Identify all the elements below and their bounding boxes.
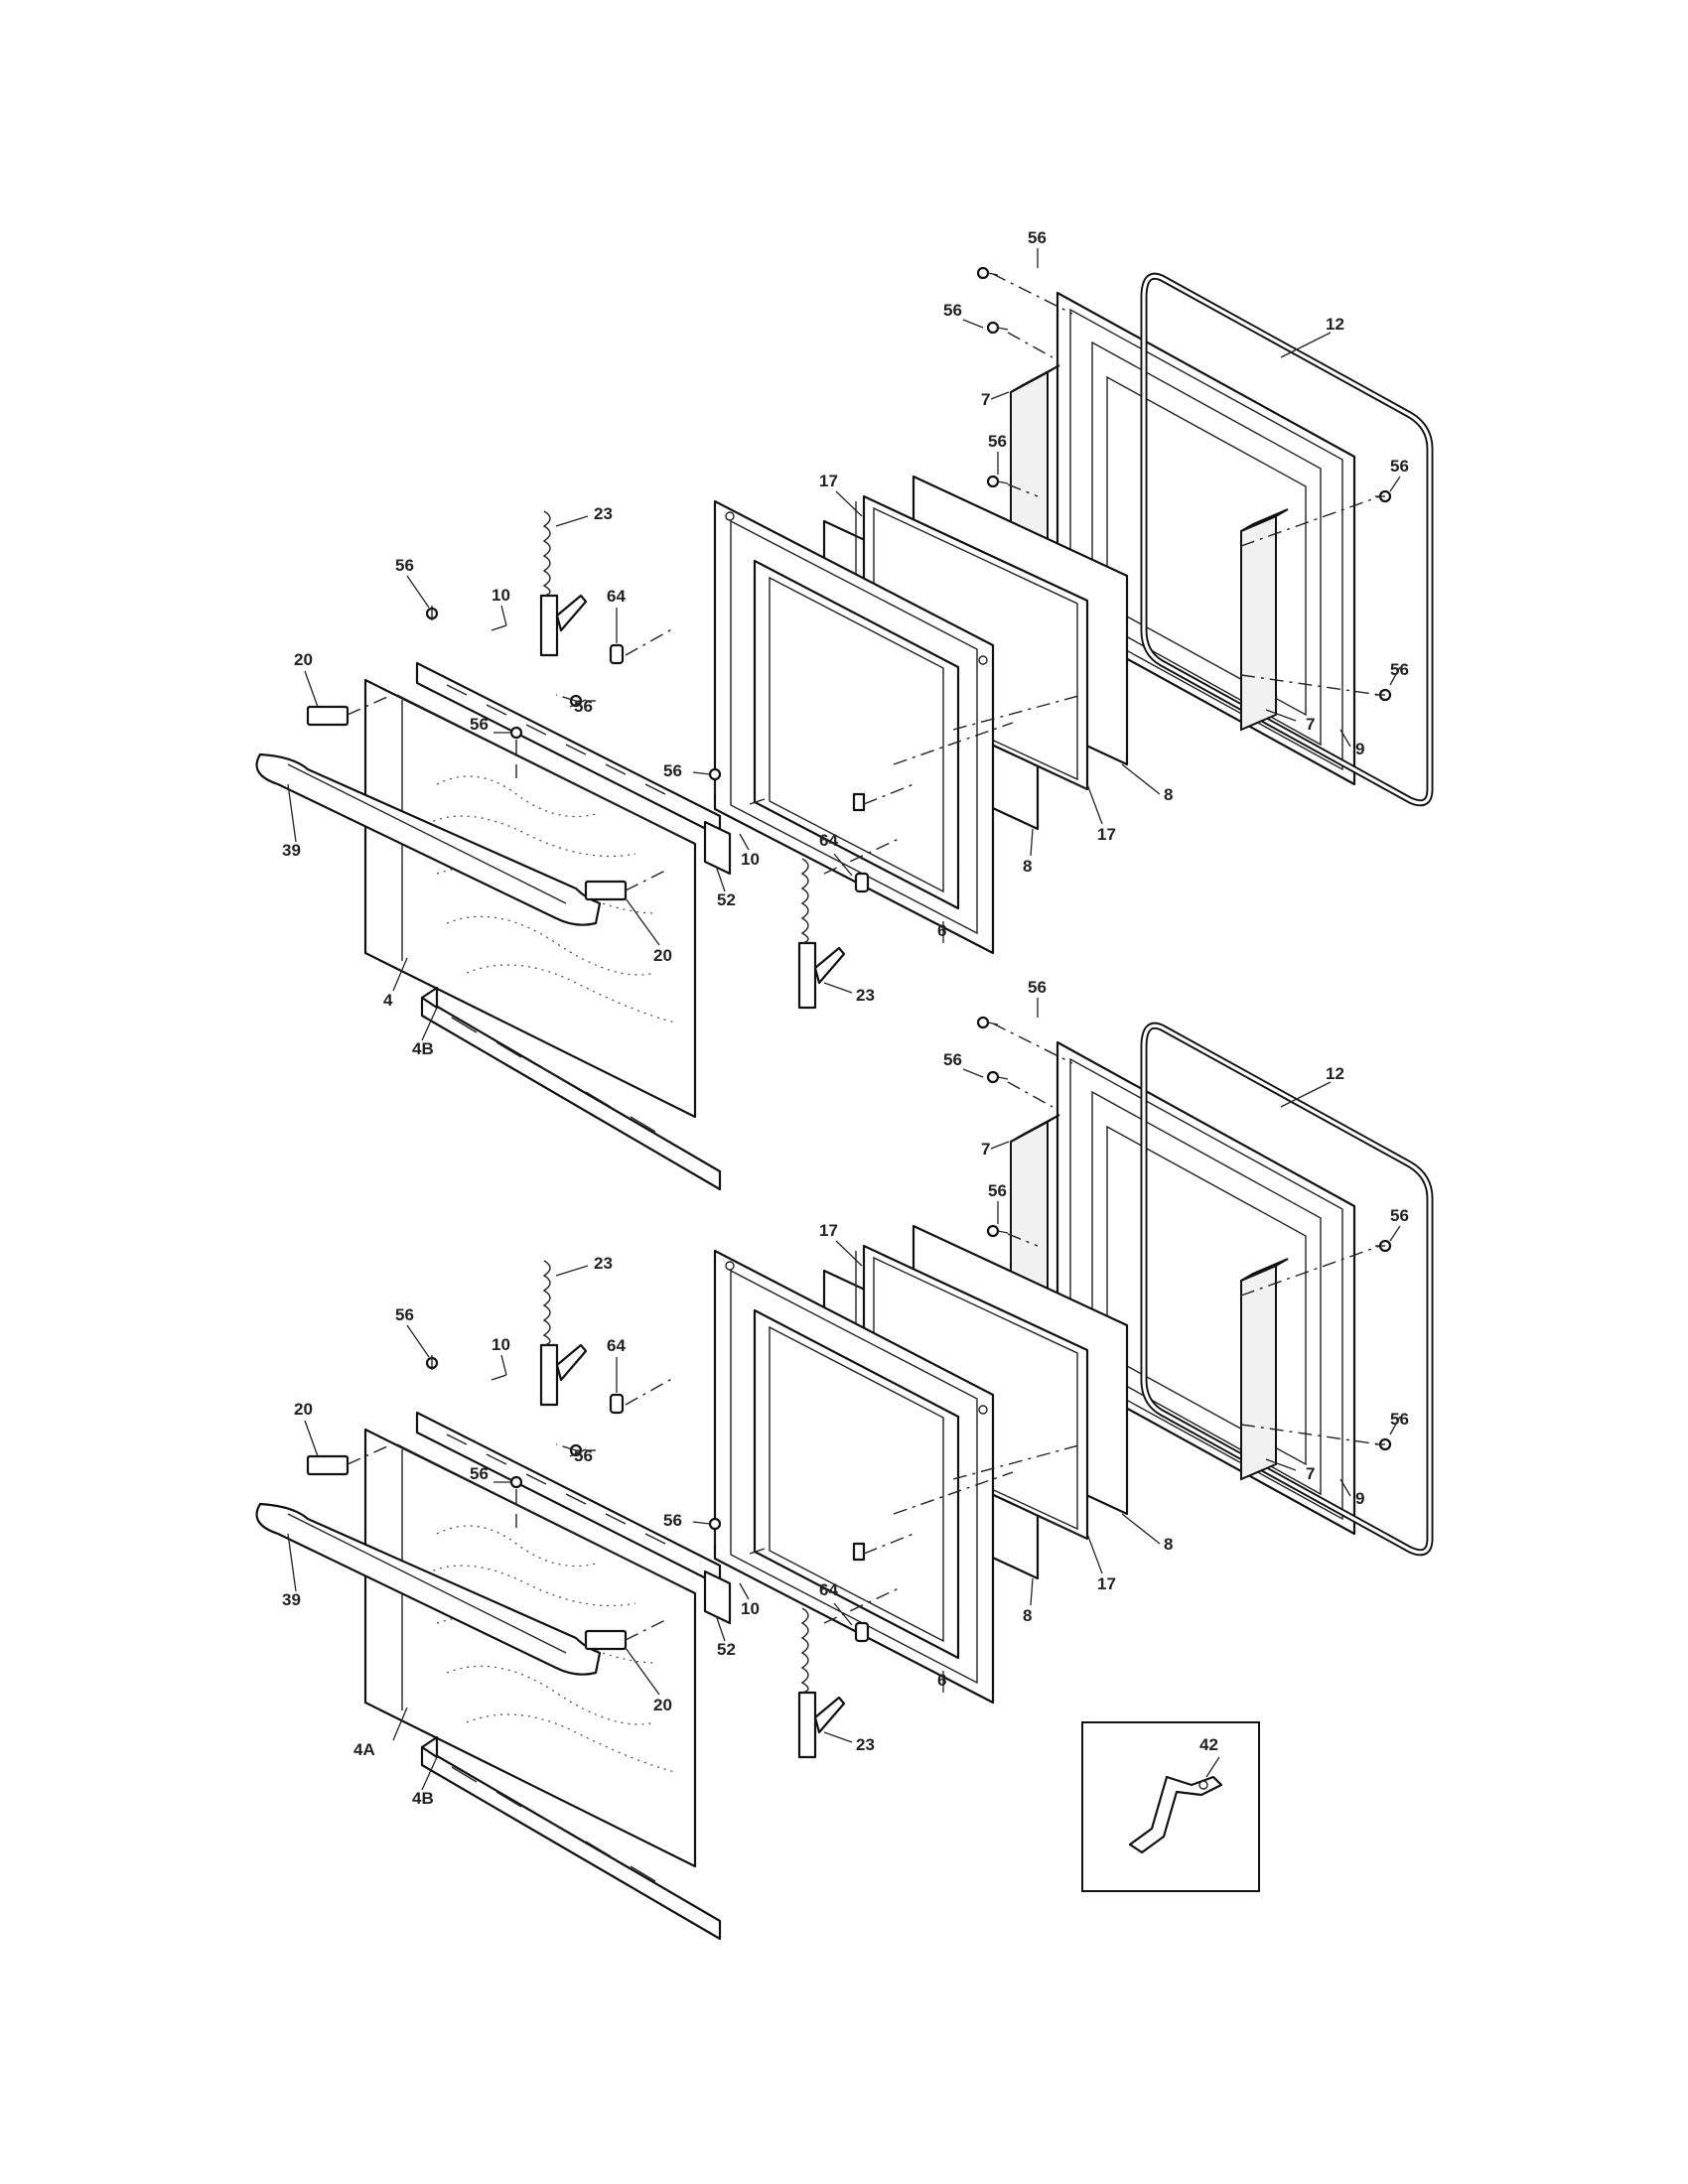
callout-17: 17 bbox=[819, 1221, 838, 1240]
callout-labels-upper: 56 12 56 7 56 56 56 7 9 17 8 17 8 6 64 2… bbox=[282, 228, 1409, 1058]
callout-52: 52 bbox=[717, 890, 736, 909]
callout-4A: 4A bbox=[353, 1740, 375, 1759]
callout-7: 7 bbox=[981, 1140, 990, 1159]
callout-10: 10 bbox=[741, 850, 760, 869]
callout-56: 56 bbox=[395, 1305, 414, 1324]
callout-56: 56 bbox=[1028, 228, 1047, 247]
callout-56: 56 bbox=[1390, 1206, 1409, 1225]
callout-23: 23 bbox=[856, 1735, 875, 1754]
callout-64: 64 bbox=[819, 1580, 838, 1599]
callout-56: 56 bbox=[395, 556, 414, 575]
callout-56: 56 bbox=[663, 1511, 682, 1530]
callout-10: 10 bbox=[492, 1335, 510, 1354]
part-42-inset-box bbox=[1081, 1721, 1260, 1892]
callout-4: 4 bbox=[383, 991, 393, 1010]
callout-8: 8 bbox=[1023, 1606, 1032, 1625]
callout-56: 56 bbox=[574, 697, 593, 716]
callout-17: 17 bbox=[819, 472, 838, 490]
callout-56: 56 bbox=[1028, 978, 1047, 997]
callout-9: 9 bbox=[1355, 1489, 1364, 1508]
callout-56: 56 bbox=[663, 761, 682, 780]
callout-20: 20 bbox=[294, 1400, 313, 1419]
callout-7: 7 bbox=[1306, 1464, 1315, 1483]
callout-64: 64 bbox=[607, 587, 626, 606]
callout-23: 23 bbox=[594, 1254, 613, 1273]
callout-56: 56 bbox=[988, 1181, 1007, 1200]
callout-56: 56 bbox=[1390, 1410, 1409, 1429]
callout-39: 39 bbox=[282, 841, 301, 860]
callout-8: 8 bbox=[1164, 1535, 1173, 1554]
callout-56: 56 bbox=[988, 432, 1007, 451]
callout-6: 6 bbox=[937, 1671, 946, 1690]
callout-56: 56 bbox=[943, 301, 962, 320]
callout-20: 20 bbox=[653, 946, 672, 965]
callout-9: 9 bbox=[1355, 740, 1364, 758]
callout-23: 23 bbox=[594, 504, 613, 523]
callout-6: 6 bbox=[937, 921, 946, 940]
callout-7: 7 bbox=[1306, 715, 1315, 734]
mounting-bracket bbox=[1128, 1775, 1223, 1854]
leader-lines bbox=[287, 248, 1401, 1791]
callout-52: 52 bbox=[717, 1640, 736, 1659]
callout-12: 12 bbox=[1326, 315, 1344, 334]
callout-23: 23 bbox=[856, 986, 875, 1005]
callout-64: 64 bbox=[607, 1336, 626, 1355]
callout-56: 56 bbox=[470, 1464, 489, 1483]
callout-7: 7 bbox=[981, 390, 990, 409]
callout-39: 39 bbox=[282, 1590, 301, 1609]
callout-17: 17 bbox=[1097, 1574, 1116, 1593]
callout-10: 10 bbox=[741, 1599, 760, 1618]
callout-64: 64 bbox=[819, 831, 838, 850]
callout-56: 56 bbox=[943, 1050, 962, 1069]
callout-56: 56 bbox=[470, 715, 489, 734]
callout-17: 17 bbox=[1097, 825, 1116, 844]
callout-8: 8 bbox=[1023, 857, 1032, 876]
callout-4B: 4B bbox=[412, 1039, 434, 1058]
callout-56: 56 bbox=[1390, 457, 1409, 476]
callout-10: 10 bbox=[492, 586, 510, 605]
callout-8: 8 bbox=[1164, 785, 1173, 804]
callout-20: 20 bbox=[294, 650, 313, 669]
callout-42: 42 bbox=[1199, 1735, 1218, 1754]
callout-4B: 4B bbox=[412, 1789, 434, 1808]
callout-56: 56 bbox=[1390, 660, 1409, 679]
callout-56: 56 bbox=[574, 1446, 593, 1465]
callout-20: 20 bbox=[653, 1696, 672, 1714]
callout-12: 12 bbox=[1326, 1064, 1344, 1083]
callout-labels-lower: 56 12 56 7 56 56 56 7 9 17 8 17 8 6 64 2… bbox=[282, 978, 1409, 1808]
